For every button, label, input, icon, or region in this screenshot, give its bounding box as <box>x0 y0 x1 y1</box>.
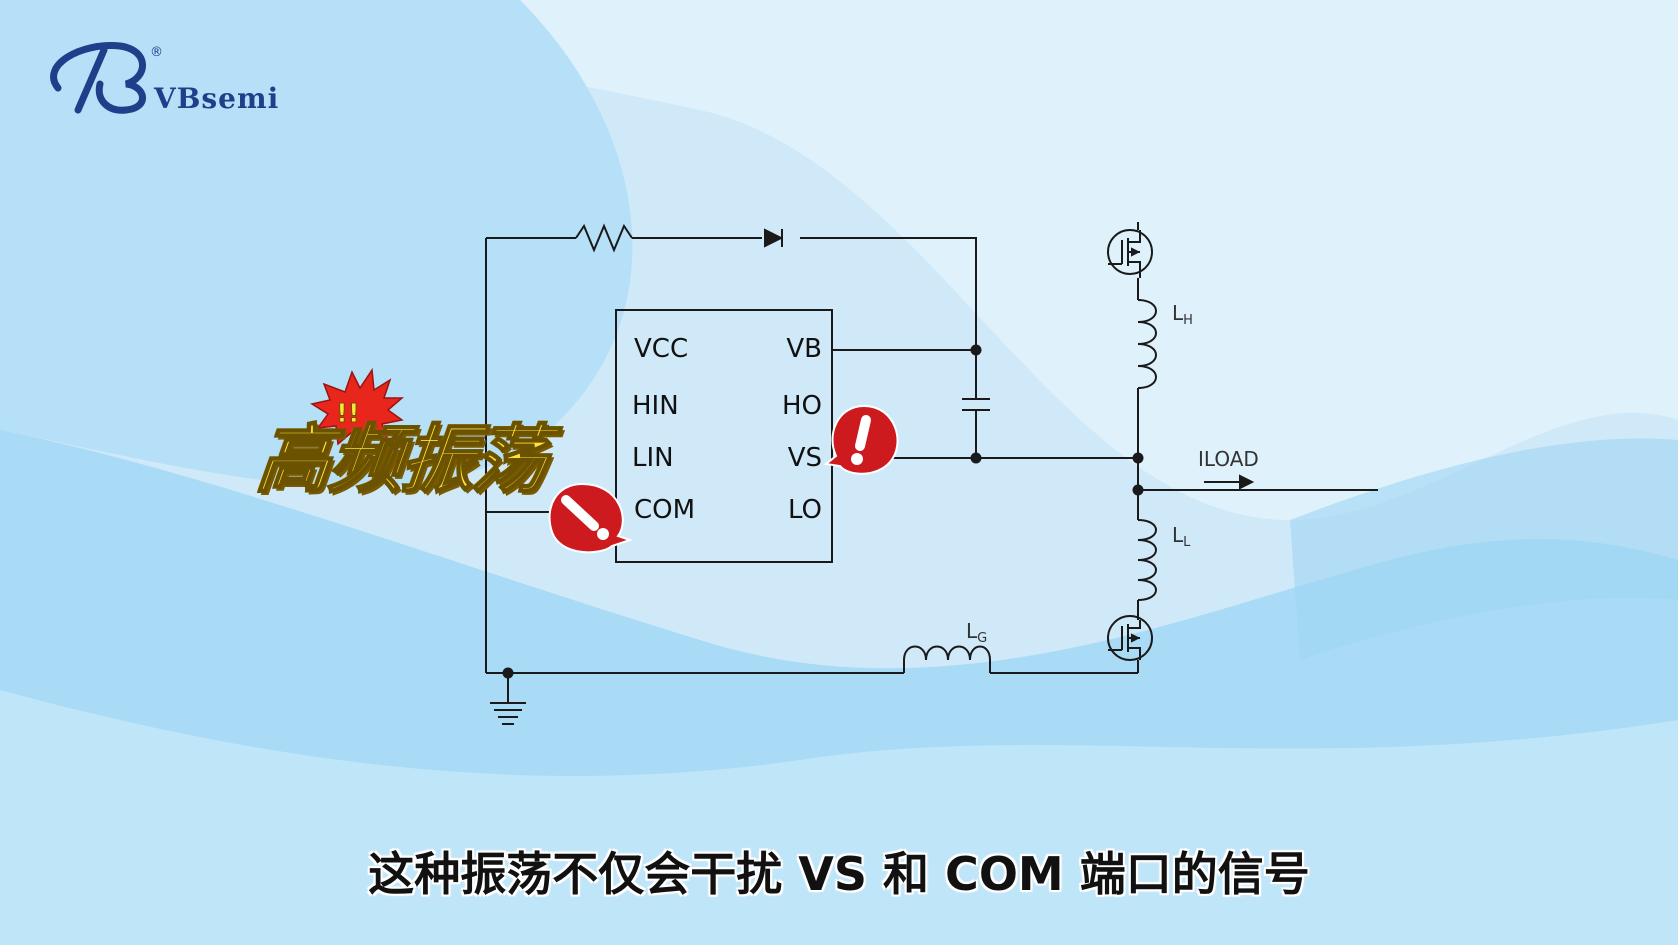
label-inductor-high: LH <box>1172 301 1193 328</box>
label-inductor-low: LL <box>1172 523 1191 550</box>
circuit-diagram <box>485 222 1378 725</box>
pin-ho: HO <box>782 391 822 421</box>
pin-vcc: VCC <box>634 334 688 364</box>
label-iload: ILOAD <box>1198 447 1259 471</box>
pin-vb: VB <box>786 334 822 364</box>
capacitor-icon <box>962 398 990 458</box>
exclamation-bubble-icon <box>548 482 634 554</box>
exclamation-bubble-icon-vs <box>823 404 899 475</box>
diode-icon <box>764 228 784 248</box>
pin-vs: VS <box>788 443 822 473</box>
inductor-low-icon <box>1137 519 1157 601</box>
wire-top <box>486 237 977 350</box>
pin-hin: HIN <box>632 391 679 421</box>
subtitle-caption: 这种振荡不仅会干扰 VS 和 COM 端口的信号 <box>368 847 1310 901</box>
label-inductor-gate: LG <box>966 619 987 646</box>
inductor-high-icon <box>1137 299 1157 389</box>
resistor-icon <box>575 223 633 253</box>
ground-icon <box>490 673 526 725</box>
pin-com: COM <box>634 495 695 525</box>
inductor-gate-icon <box>903 645 991 673</box>
logo-swoosh-icon <box>50 42 146 114</box>
registered-mark: ® <box>150 45 163 60</box>
pin-lo: LO <box>788 495 822 525</box>
component-labels: LH LL LG ILOAD <box>966 301 1259 646</box>
vbsemi-logo: VBsemi ® <box>50 42 279 115</box>
logo-text: VBsemi <box>153 82 279 115</box>
chip-pin-labels: VCC HIN LIN COM VB HO VS LO <box>632 334 822 525</box>
pin-lin: LIN <box>632 443 674 473</box>
burst-exclaim: !! <box>336 399 360 429</box>
arrow-right-icon <box>1204 474 1255 490</box>
mosfet-low-icon <box>1107 615 1153 661</box>
starburst-icon: !! <box>310 367 405 450</box>
mosfet-high-icon <box>1107 222 1153 278</box>
callout-high-frequency-oscillation: 高频振荡 <box>252 416 551 504</box>
